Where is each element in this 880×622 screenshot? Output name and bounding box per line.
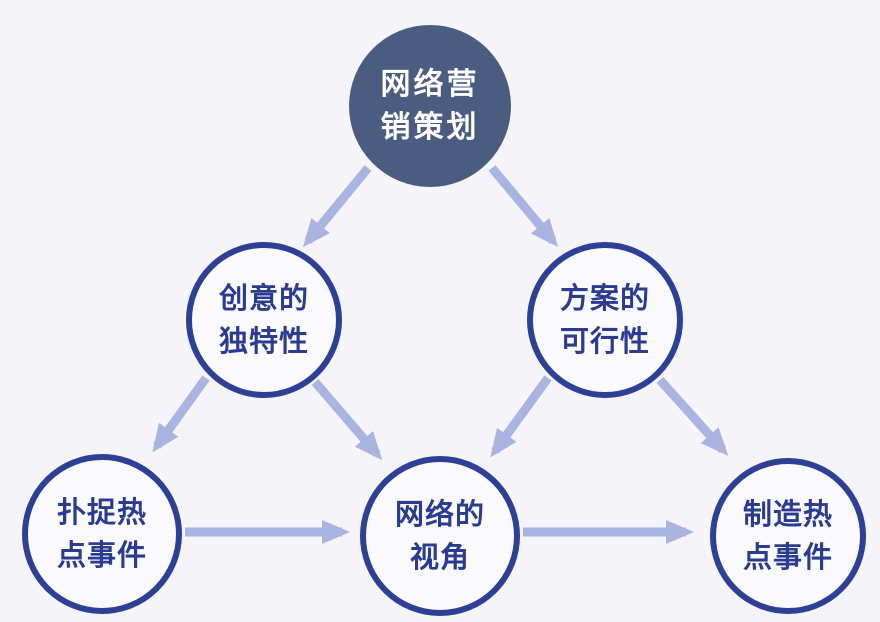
node-label-line: 创意的 <box>218 280 309 315</box>
node-label-line: 点事件 <box>742 540 833 574</box>
node-network-perspective: 网络的 视角 <box>360 456 520 616</box>
node-label-line: 网络营 <box>380 66 480 102</box>
arrow-top-to-left <box>302 165 372 248</box>
node-create-hot-events: 制造热 点事件 <box>710 458 866 614</box>
node-plan-feasibility: 方案的 可行性 <box>527 242 683 398</box>
node-capture-hot-events: 扑捉热 点事件 <box>22 454 182 614</box>
node-label-line: 网络的 <box>394 496 485 531</box>
arrow-right-to-bottom-right <box>656 376 729 456</box>
arrow-top-to-right <box>488 165 559 248</box>
arrow-left-to-bottom-center <box>311 379 383 461</box>
node-creative-uniqueness: 创意的 独特性 <box>186 242 342 398</box>
node-label-line: 扑捉热 <box>56 494 147 529</box>
node-label-line: 视角 <box>409 540 470 574</box>
node-label-line: 制造热 <box>742 496 833 531</box>
node-network-marketing-planning: 网络营 销策划 <box>349 25 511 187</box>
node-label-line: 方案的 <box>559 280 650 315</box>
node-label-line: 独特性 <box>218 324 309 358</box>
arrow-right-to-bottom-center <box>490 375 552 458</box>
node-label-line: 点事件 <box>56 538 147 572</box>
arrow-left-to-bottom-left <box>152 375 210 453</box>
node-label-line: 销策划 <box>380 110 480 145</box>
node-label-line: 可行性 <box>559 324 650 358</box>
